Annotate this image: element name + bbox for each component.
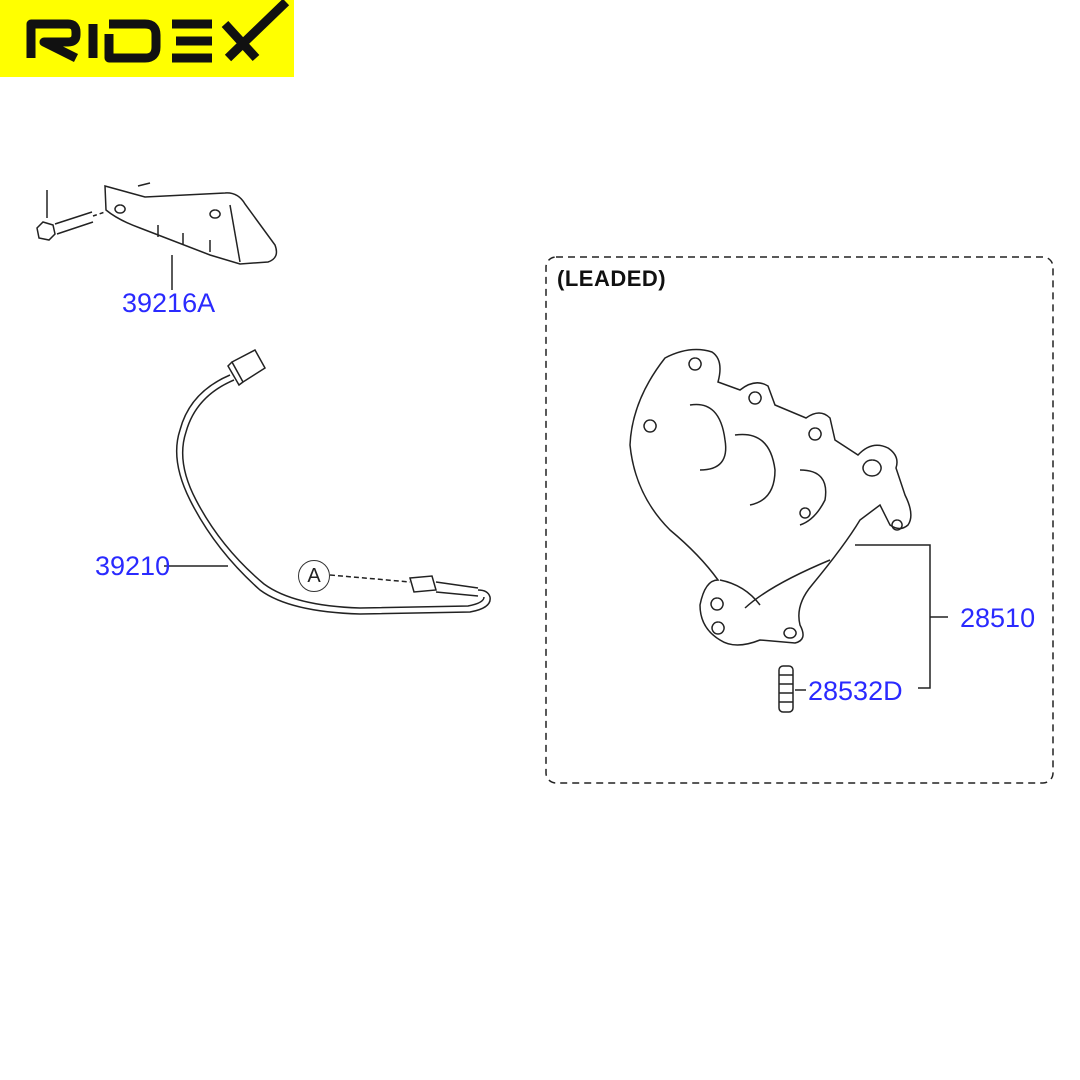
part-label-28510[interactable]: 28510 [960,603,1036,633]
ridex-logo-graphic [26,0,290,63]
oxygen-sensor-drawing [164,348,491,615]
ridex-logo [0,0,294,77]
part-label-39210[interactable]: 39210 [95,551,171,581]
heat-shield-bracket-drawing [36,182,278,290]
callout-a: A [298,560,330,592]
leaded-section-title: (LEADED) [557,266,667,291]
part-label-28532d[interactable]: 28532D [808,676,903,706]
stud-drawing [778,665,806,713]
leaded-section-box [545,256,1054,784]
exhaust-manifold-drawing [629,348,948,689]
part-label-39216a[interactable]: 39216A [122,288,216,318]
